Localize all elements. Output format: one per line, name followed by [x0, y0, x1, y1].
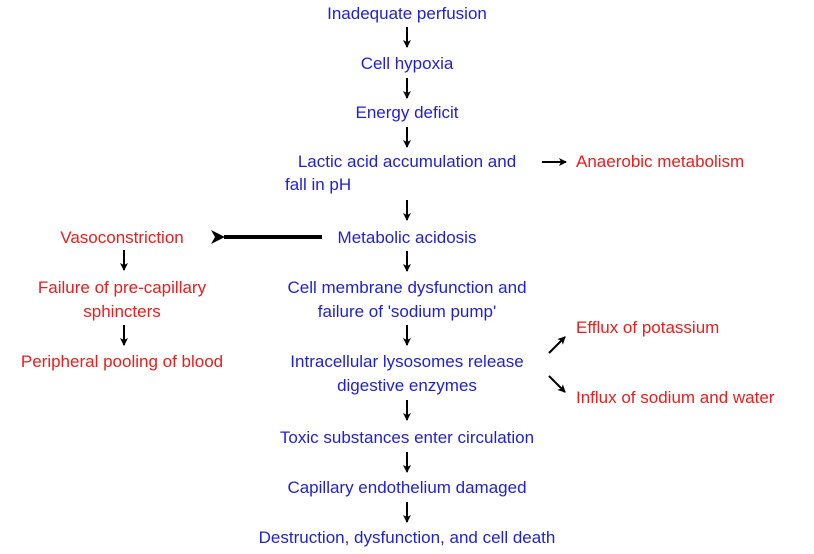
arrow-lysosomes-to-sodium [548, 375, 566, 393]
node-metabolic-acidosis: Metabolic acidosis [337, 228, 477, 247]
node-sodium-influx: Influx of sodium and water [576, 388, 775, 407]
node-lactic-acid-line-2: fall in pH [285, 175, 352, 194]
node-vasoconstriction: Vasoconstriction [60, 228, 184, 247]
node-anaerobic-metabolism: Anaerobic metabolism [576, 152, 745, 171]
node-capillary-damage: Capillary endothelium damaged [287, 478, 527, 497]
arrow-lysosomes-to-potassium [548, 336, 566, 354]
node-cell-membrane-line-2: failure of 'sodium pump' [317, 302, 497, 321]
node-energy-deficit: Energy deficit [355, 103, 459, 122]
node-cell-membrane-line-1: Cell membrane dysfunction and [287, 278, 527, 297]
node-sphincter-failure-line-2: sphincters [83, 302, 161, 321]
node-lactic-acid-line-1: Lactic acid accumulation and [297, 152, 517, 171]
node-inadequate-perfusion: Inadequate perfusion [327, 4, 487, 23]
node-lysosomes-line-2: digestive enzymes [337, 376, 477, 395]
node-sphincter-failure-line-1: Failure of pre-capillary [37, 278, 207, 297]
node-cell-death: Destruction, dysfunction, and cell death [258, 528, 556, 547]
node-peripheral-pooling: Peripheral pooling of blood [20, 352, 224, 371]
node-potassium-efflux: Efflux of potassium [576, 318, 720, 337]
node-toxic-substances: Toxic substances enter circulation [279, 428, 535, 447]
node-lysosomes-line-1: Intracellular lysosomes release [290, 352, 524, 371]
node-cell-hypoxia: Cell hypoxia [360, 54, 454, 73]
